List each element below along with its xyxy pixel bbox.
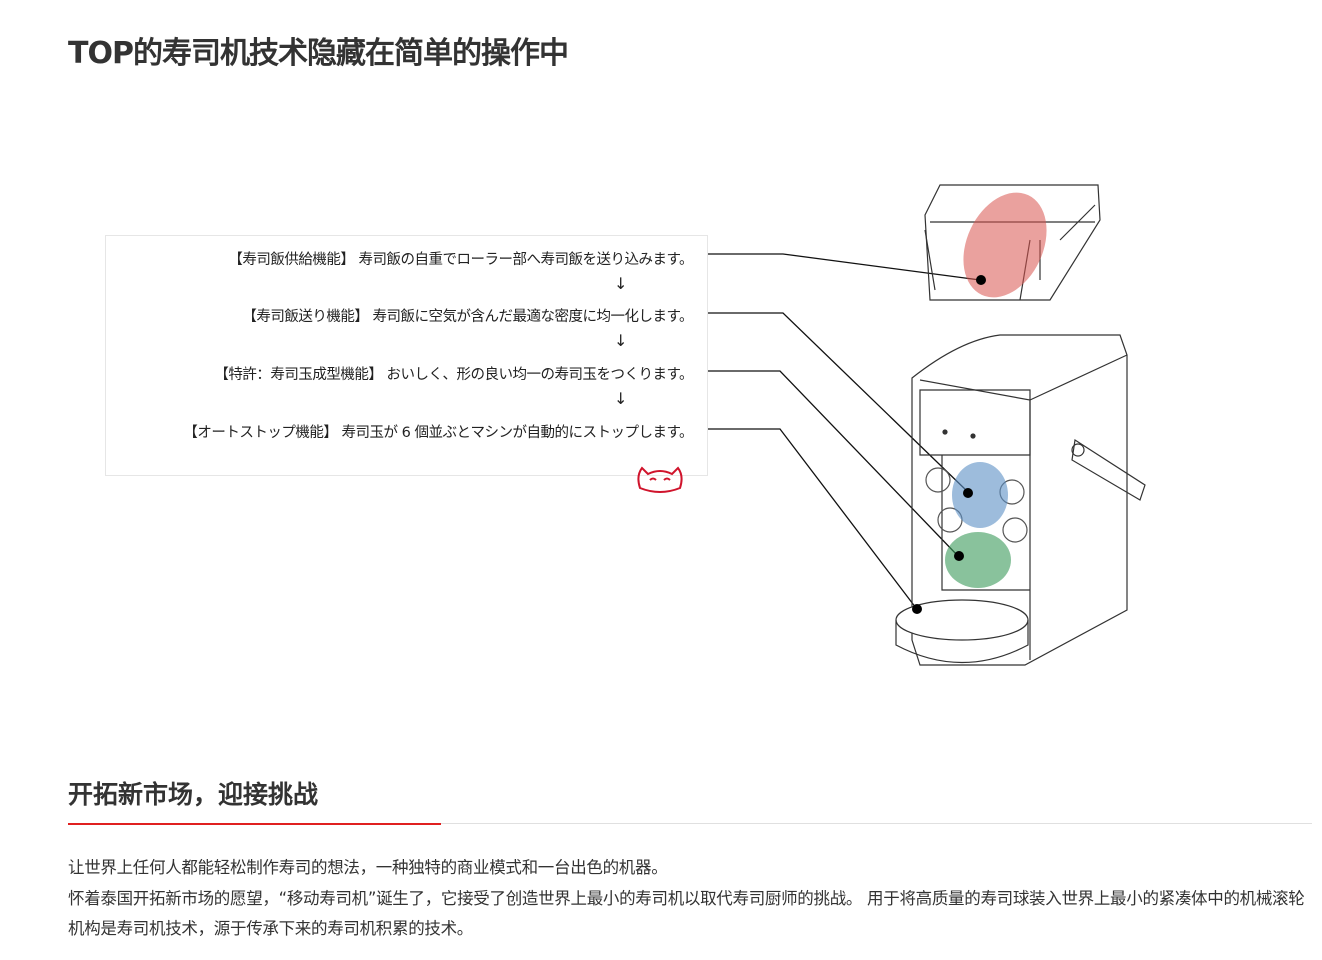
divider [68,823,1312,824]
section-body: 让世界上任何人都能轻松制作寿司的想法，一种独特的商业模式和一台出色的机器。 怀着… [68,853,1318,945]
machine-body [895,334,1146,666]
flow-arrow: ↓ [614,274,628,293]
cat-logo-icon [637,466,683,493]
feature-list: 【寿司飯供給機能】 寿司飯の自重でローラー部へ寿司飯を送り込みます。 ↓ 【寿司… [105,235,708,476]
sushi-machine-diagram [637,184,1146,666]
paragraph: 让世界上任何人都能轻松制作寿司的想法，一种独特的商业模式和一台出色的机器。 [68,858,668,877]
leader-dots [912,275,986,614]
feature-rice-feed: 【寿司飯送り機能】 寿司飯に空気が含んだ最適な密度に均一化します。 [242,309,693,325]
feature-ball-forming: 【特許：寿司玉成型機能】 おいしく、形の良い均一の寿司玉をつくります。 [214,367,693,383]
feature-rice-supply: 【寿司飯供給機能】 寿司飯の自重でローラー部へ寿司飯を送り込みます。 [228,252,693,268]
heading-underline [68,823,441,825]
flow-arrow: ↓ [614,331,628,350]
leader-lines [708,253,981,609]
hopper [924,184,1101,301]
page-title: TOP的寿司机技术隐藏在简单的操作中 [68,36,569,71]
feature-auto-stop: 【オートストップ機能】 寿司玉が 6 個並ぶとマシンが自動的にストップします。 [183,425,693,441]
flow-arrow: ↓ [614,389,628,408]
section-heading: 开拓新市场，迎接挑战 [68,780,319,809]
paragraph: 怀着泰国开拓新市场的愿望，“移动寿司机”诞生了，它接受了创造世界上最小的寿司机以… [68,888,1305,939]
